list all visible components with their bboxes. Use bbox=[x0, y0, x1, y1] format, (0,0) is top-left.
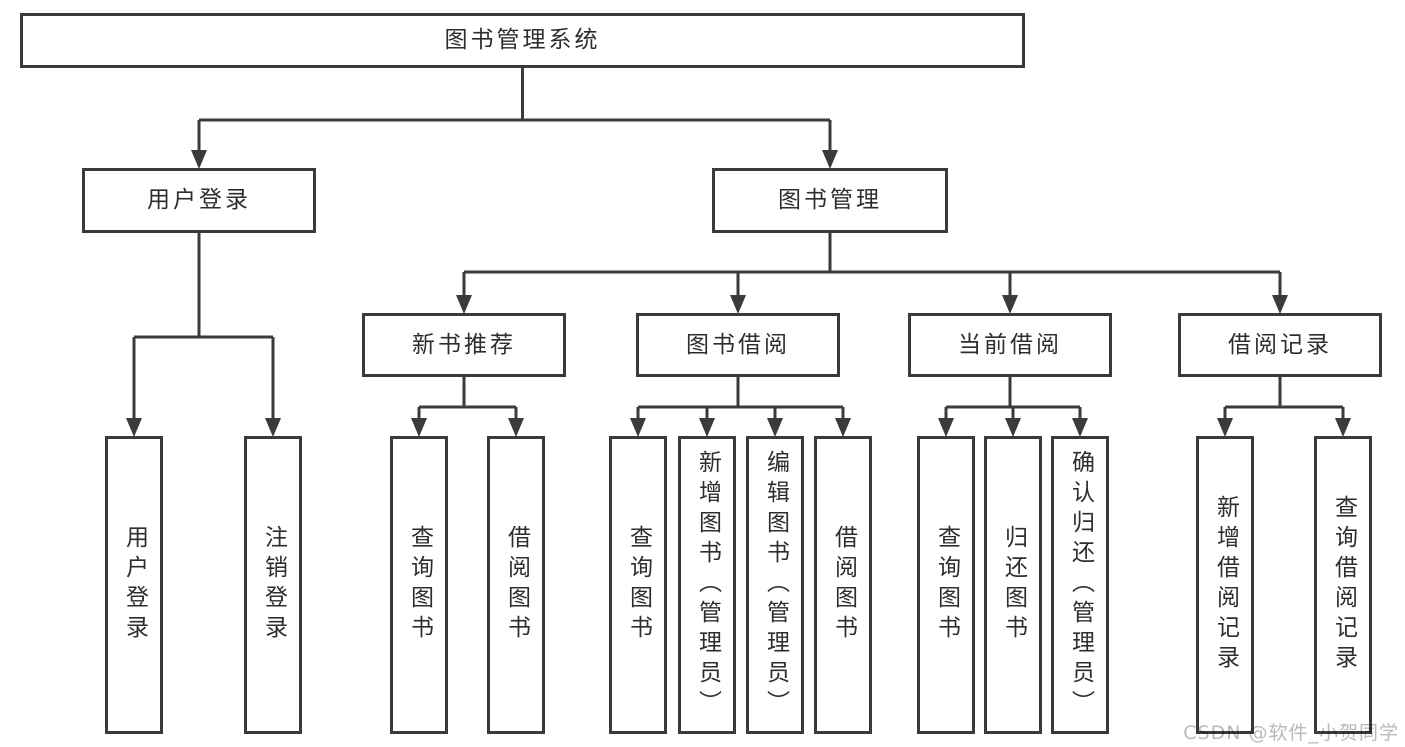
connector-bookborrow-to-leaves bbox=[636, 377, 845, 424]
node-new-book-rec-label: 新书推荐 bbox=[412, 331, 516, 358]
leaf-borrow-book-borrow-label: 借阅图书 bbox=[830, 525, 857, 645]
leaf-query-book-current: 查询图书 bbox=[917, 436, 975, 734]
leaf-query-book-borrow: 查询图书 bbox=[609, 436, 667, 734]
arrowheads bbox=[126, 150, 1351, 437]
leaf-query-borrow-record-label: 查询借阅记录 bbox=[1330, 495, 1357, 675]
leaf-borrow-book-rec: 借阅图书 bbox=[487, 436, 545, 734]
node-borrow-records-label: 借阅记录 bbox=[1228, 331, 1332, 358]
leaf-confirm-return-admin: 确认归还（管理员） bbox=[1051, 436, 1109, 734]
leaf-return-book-label: 归还图书 bbox=[1000, 525, 1027, 645]
leaf-add-borrow-record: 新增借阅记录 bbox=[1196, 436, 1254, 734]
leaf-query-book-rec: 查询图书 bbox=[390, 436, 448, 734]
connector-currentborrow-to-leaves bbox=[944, 377, 1082, 424]
leaf-borrow-book-rec-label: 借阅图书 bbox=[503, 525, 530, 645]
node-book-mgmt-branch: 图书管理 bbox=[712, 168, 948, 233]
leaf-add-borrow-record-label: 新增借阅记录 bbox=[1212, 495, 1239, 675]
leaf-logout-label: 注销登录 bbox=[260, 525, 287, 645]
node-book-borrow-label: 图书借阅 bbox=[686, 331, 790, 358]
leaf-logout: 注销登录 bbox=[244, 436, 302, 734]
node-user-login-branch-label: 用户登录 bbox=[147, 187, 251, 213]
leaf-query-borrow-record: 查询借阅记录 bbox=[1314, 436, 1372, 734]
leaf-confirm-return-admin-label: 确认归还（管理员） bbox=[1067, 450, 1094, 720]
leaf-add-book-admin-label: 新增图书（管理员） bbox=[694, 450, 721, 720]
connector-borrowrecords-to-leaves bbox=[1223, 377, 1345, 424]
leaf-query-book-current-label: 查询图书 bbox=[933, 525, 960, 645]
leaf-return-book: 归还图书 bbox=[984, 436, 1042, 734]
leaf-borrow-book-borrow: 借阅图书 bbox=[814, 436, 872, 734]
watermark: CSDN @软件_小贺同学 bbox=[1183, 722, 1399, 744]
node-current-borrow-label: 当前借阅 bbox=[958, 331, 1062, 358]
connector-bookmgmt-to-level3 bbox=[462, 233, 1282, 301]
node-root: 图书管理系统 bbox=[20, 13, 1025, 68]
connector-root-to-level2 bbox=[197, 68, 832, 156]
leaf-edit-book-admin: 编辑图书（管理员） bbox=[746, 436, 804, 734]
node-root-label: 图书管理系统 bbox=[444, 27, 601, 53]
node-borrow-records: 借阅记录 bbox=[1178, 313, 1382, 377]
node-user-login-branch: 用户登录 bbox=[82, 168, 316, 233]
leaf-user-login-label: 用户登录 bbox=[121, 525, 148, 645]
node-book-mgmt-branch-label: 图书管理 bbox=[778, 187, 882, 213]
connector-newbookrec-to-leaves bbox=[417, 377, 518, 424]
leaf-query-book-borrow-label: 查询图书 bbox=[625, 525, 652, 645]
connector-userlogin-to-leaves bbox=[132, 233, 275, 424]
leaf-query-book-rec-label: 查询图书 bbox=[406, 525, 433, 645]
leaf-edit-book-admin-label: 编辑图书（管理员） bbox=[762, 450, 789, 720]
leaf-add-book-admin: 新增图书（管理员） bbox=[678, 436, 736, 734]
node-current-borrow: 当前借阅 bbox=[908, 313, 1112, 377]
leaf-user-login: 用户登录 bbox=[105, 436, 163, 734]
node-book-borrow: 图书借阅 bbox=[636, 313, 840, 377]
node-new-book-rec: 新书推荐 bbox=[362, 313, 566, 377]
